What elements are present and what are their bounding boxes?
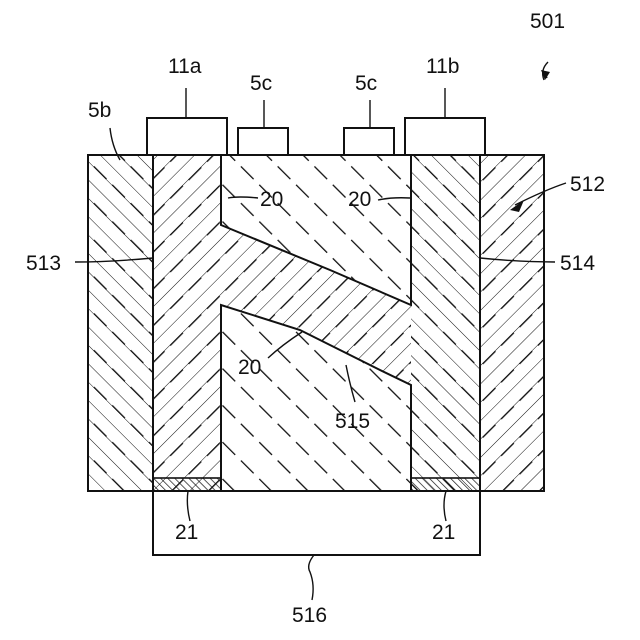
label-20-left: 20 <box>260 188 283 211</box>
label-514: 514 <box>560 252 595 275</box>
label-516: 516 <box>292 604 327 627</box>
label-501: 501 <box>530 10 565 33</box>
pad-21-left <box>153 478 221 491</box>
label-5c-left: 5c <box>250 72 272 95</box>
label-5b: 5b <box>88 99 111 122</box>
substrate-body <box>88 155 544 491</box>
contact-5c-left <box>238 128 288 155</box>
electrode-11a <box>147 118 227 155</box>
label-20-right: 20 <box>348 188 371 211</box>
contact-5c-right <box>344 128 394 155</box>
electrode-11b <box>405 118 485 155</box>
label-11b: 11b <box>426 55 459 78</box>
label-512: 512 <box>570 173 605 196</box>
label-21-left: 21 <box>175 521 198 544</box>
label-515: 515 <box>335 410 370 433</box>
label-21-right: 21 <box>432 521 455 544</box>
wire-516 <box>153 491 480 555</box>
label-513: 513 <box>26 252 61 275</box>
label-11a: 11a <box>168 55 202 78</box>
label-5c-right: 5c <box>355 72 377 95</box>
label-20-center: 20 <box>238 356 261 379</box>
pad-21-right <box>411 478 480 491</box>
